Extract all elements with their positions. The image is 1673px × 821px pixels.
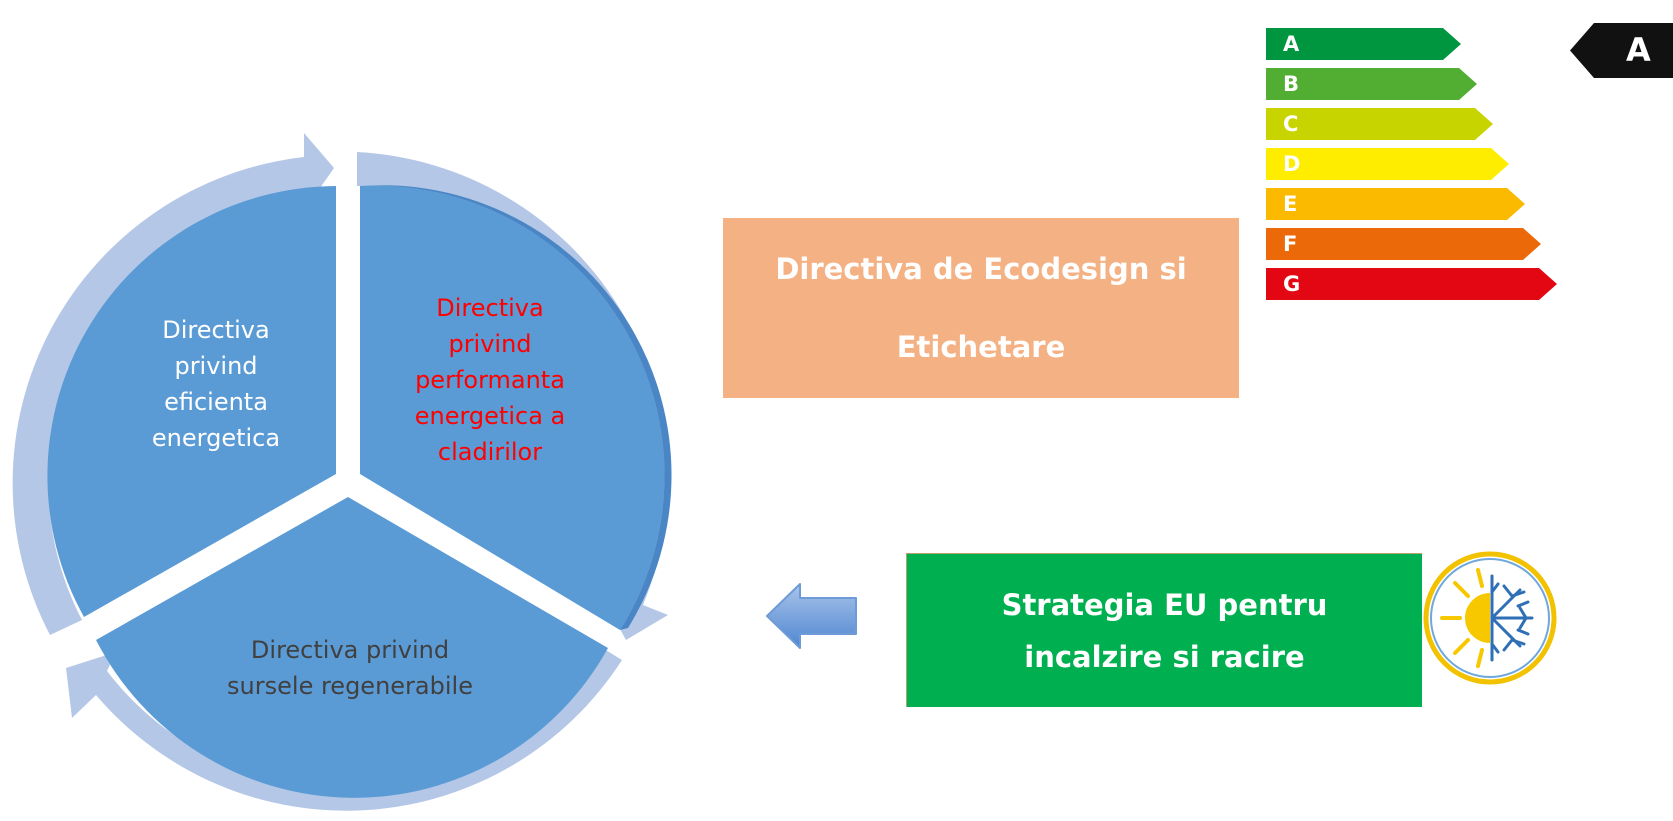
energy-label-scale: A B C D E F G — [1266, 28, 1566, 308]
cycle-segments — [47, 185, 665, 798]
energy-class-letter: F — [1283, 232, 1298, 256]
segment-renewables-label: Directiva privind sursele regenerabile — [200, 632, 500, 704]
energy-class-d: D — [1266, 148, 1509, 180]
ecodesign-line-1: Directiva de Ecodesign si — [775, 252, 1187, 286]
segment-label-line: cladirilor — [437, 438, 543, 466]
segment-efficiency — [47, 186, 336, 617]
energy-class-c: C — [1266, 108, 1493, 140]
energy-class-letter: C — [1283, 112, 1299, 136]
ring-arrow-bottom — [66, 644, 622, 811]
energy-class-f: F — [1266, 228, 1541, 260]
segment-renewables — [96, 497, 608, 798]
segment-efficiency-label: Directiva privind eficienta energetica — [116, 312, 316, 456]
strategy-line-1: Strategia EU pentru — [1001, 587, 1328, 622]
ecodesign-line-2: Etichetare — [896, 330, 1066, 364]
segment-label-line: Directiva — [162, 316, 270, 344]
energy-class-letter: B — [1283, 72, 1300, 96]
segment-label-line: privind — [448, 330, 532, 358]
segment-buildings — [360, 185, 665, 630]
energy-class-g: G — [1266, 268, 1557, 300]
segment-label-line: eficienta — [164, 388, 268, 416]
segment-label-line: privind — [174, 352, 258, 380]
ring-arrow-top-left — [12, 133, 334, 635]
segment-label-line: performanta — [415, 366, 565, 394]
energy-class-letter: A — [1283, 32, 1300, 56]
energy-class-b: B — [1266, 68, 1477, 100]
energy-class-letter: D — [1283, 152, 1301, 176]
energy-rating-letter: A — [1626, 31, 1651, 69]
energy-class-letter: G — [1283, 272, 1301, 296]
energy-class-a: A — [1266, 28, 1461, 60]
heating-cooling-strategy-box: Strategia EU pentru incalzire si racire — [906, 553, 1422, 707]
arrow-left-icon — [766, 583, 857, 649]
strategy-line-2: incalzire si racire — [1024, 639, 1305, 674]
segment-buildings-label: Directiva privind performanta energetica a c… — [390, 290, 590, 470]
sun-snowflake-icon — [1423, 551, 1557, 685]
energy-class-e: E — [1266, 188, 1525, 220]
segment-label-line: sursele regenerabile — [227, 672, 473, 700]
segment-label-line: energetica — [151, 424, 281, 452]
energy-rating-tag: A — [1570, 23, 1673, 78]
segment-label-line: Directiva privind — [250, 636, 450, 664]
ecodesign-directive-box: Directiva de Ecodesign si Etichetare — [723, 218, 1239, 398]
energy-class-letter: E — [1283, 192, 1298, 216]
segment-label-line: energetica a — [414, 402, 566, 430]
segment-label-line: Directiva — [436, 294, 544, 322]
